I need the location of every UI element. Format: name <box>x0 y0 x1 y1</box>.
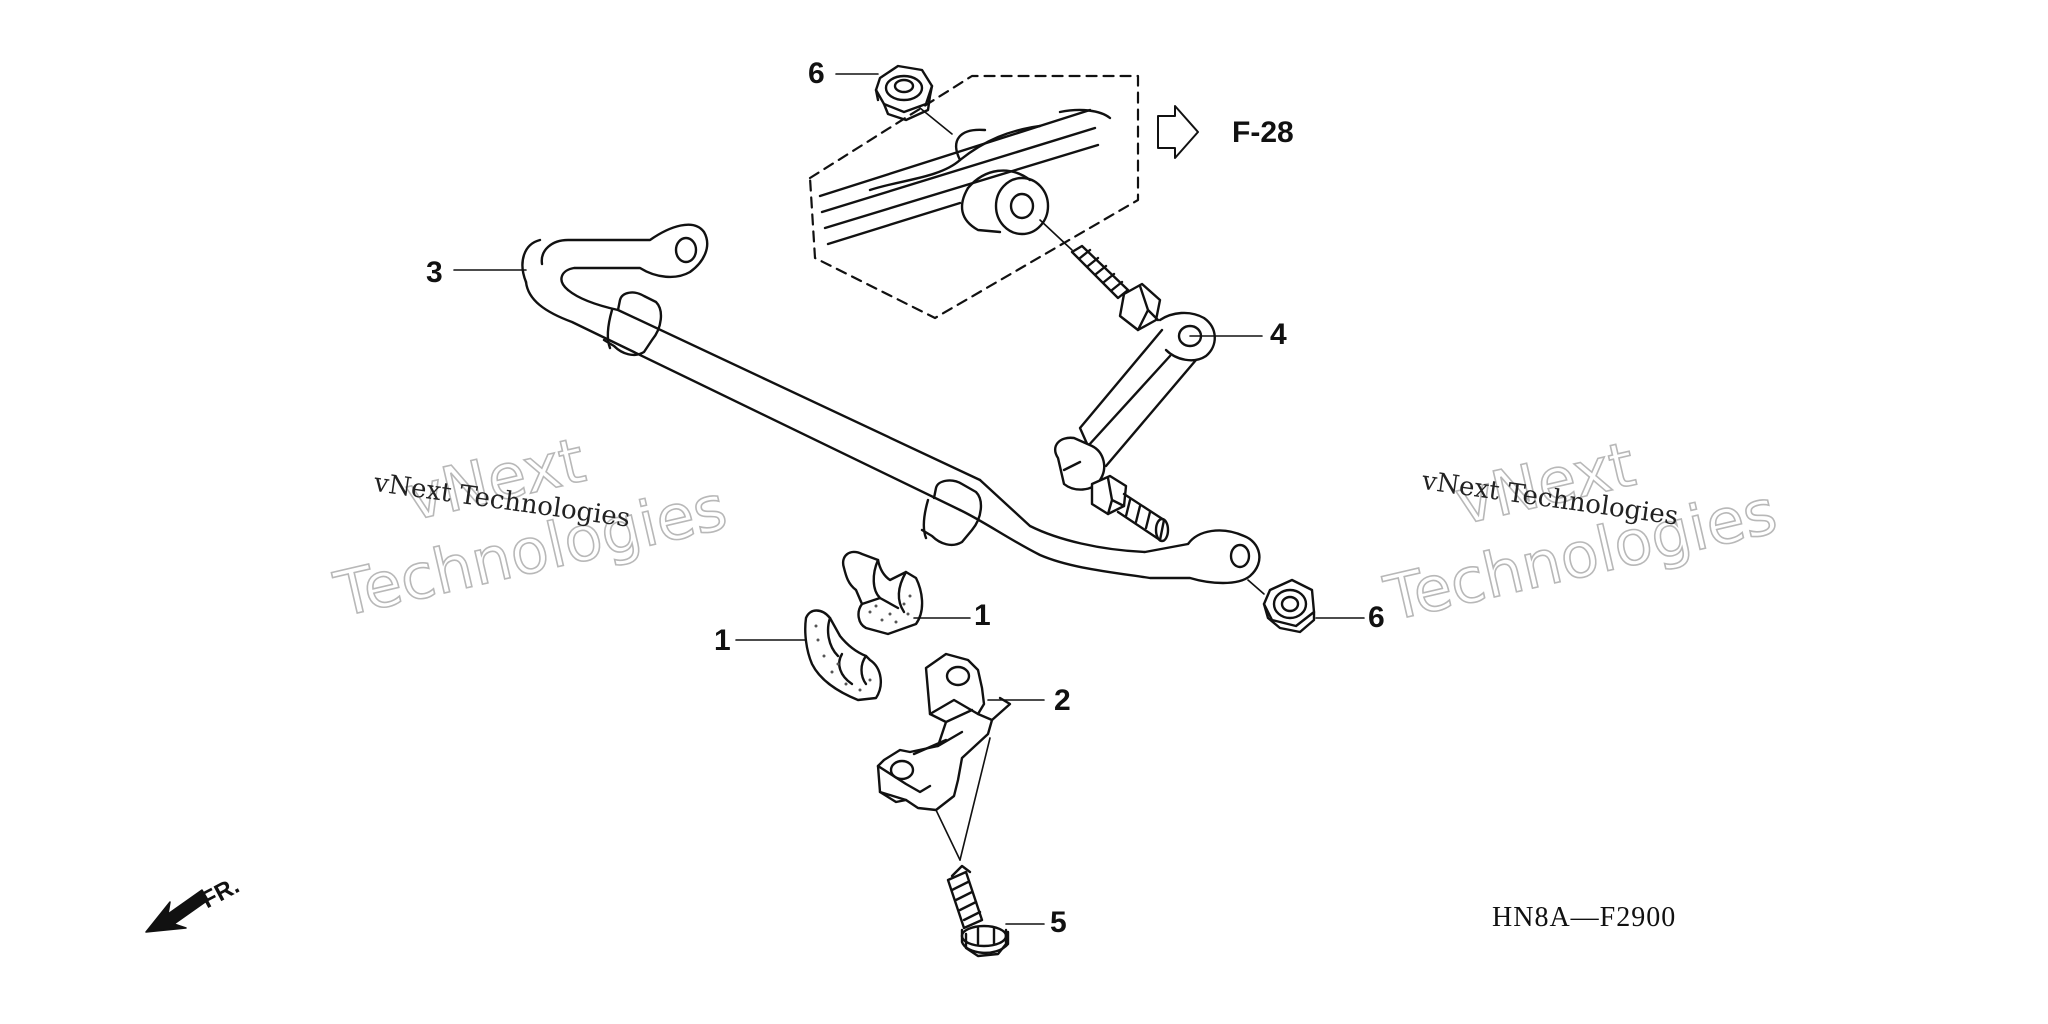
callout-4: 4 <box>1270 318 1287 351</box>
part-6-right-nut <box>1247 578 1365 634</box>
frame-subassembly <box>808 74 1140 320</box>
part-2-bushing-holder <box>876 652 1045 861</box>
callout-1-left: 1 <box>714 624 731 657</box>
part-4-stabilizer-link <box>1053 244 1263 543</box>
part-5-flange-bolt <box>946 864 1045 958</box>
callout-6-right: 6 <box>1368 601 1385 634</box>
part-3-stabilizer-bar <box>453 223 1261 585</box>
front-direction-arrow-icon <box>145 889 209 933</box>
callout-3: 3 <box>426 256 443 289</box>
reference-label: F-28 <box>1232 116 1294 149</box>
callout-2: 2 <box>1054 684 1071 717</box>
part-1-bushing-right <box>841 550 971 636</box>
callout-6-top: 6 <box>808 57 825 90</box>
reference-arrow-icon <box>1157 105 1199 159</box>
frame-bushing <box>960 169 1050 236</box>
callout-5: 5 <box>1050 906 1067 939</box>
part-6-top-nut <box>874 64 953 135</box>
part-1-bushing-left <box>735 609 882 702</box>
drawing-code: HN8A—F2900 <box>1492 902 1677 933</box>
callout-1-right: 1 <box>974 599 991 632</box>
